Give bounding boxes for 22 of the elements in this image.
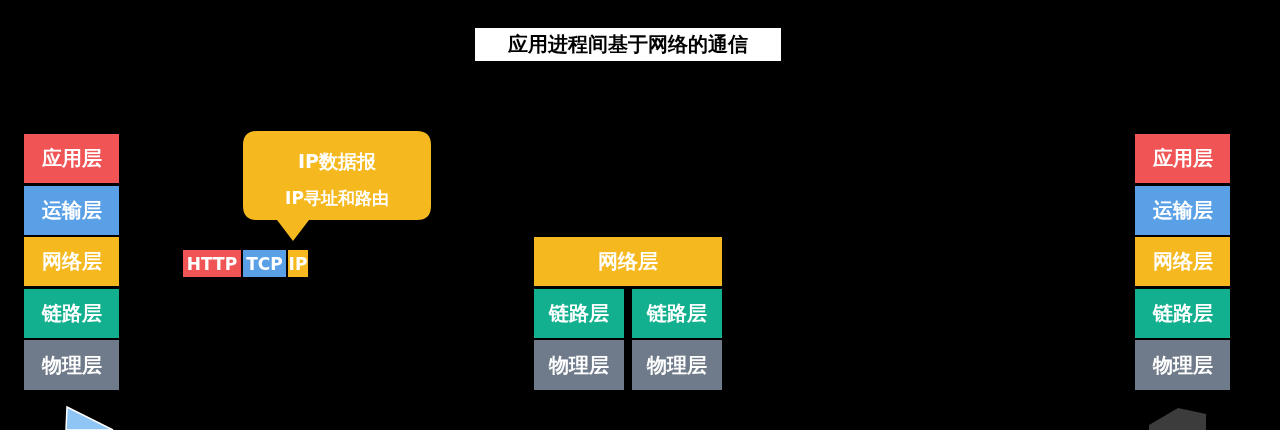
layer-box: 网络层	[1135, 237, 1230, 286]
layer-box: 应用层	[1135, 134, 1230, 183]
layer-box: 网络层	[534, 237, 722, 286]
header-box: TCP	[243, 250, 286, 277]
header-box: IP	[288, 250, 308, 277]
layer-box: 网络层	[24, 237, 119, 286]
layer-box: 物理层	[534, 340, 624, 390]
header-box: HTTP	[183, 250, 241, 277]
callout-title: IP数据报	[297, 149, 377, 174]
callout-bubble	[243, 131, 431, 241]
layer-box: 链路层	[24, 289, 119, 338]
layer-box: 链路层	[1135, 289, 1230, 338]
layer-box: 物理层	[632, 340, 722, 390]
layer-box: 物理层	[24, 340, 119, 390]
layer-box: 物理层	[1135, 340, 1230, 390]
layer-box: 链路层	[632, 289, 722, 338]
layer-box: 应用层	[24, 134, 119, 183]
layer-box: 运输层	[1135, 186, 1230, 235]
callout-text: IP寻址和路由	[284, 187, 390, 210]
title: 应用进程间基于网络的通信	[475, 28, 781, 61]
layer-box: 链路层	[534, 289, 624, 338]
layer-box: 运输层	[24, 186, 119, 235]
